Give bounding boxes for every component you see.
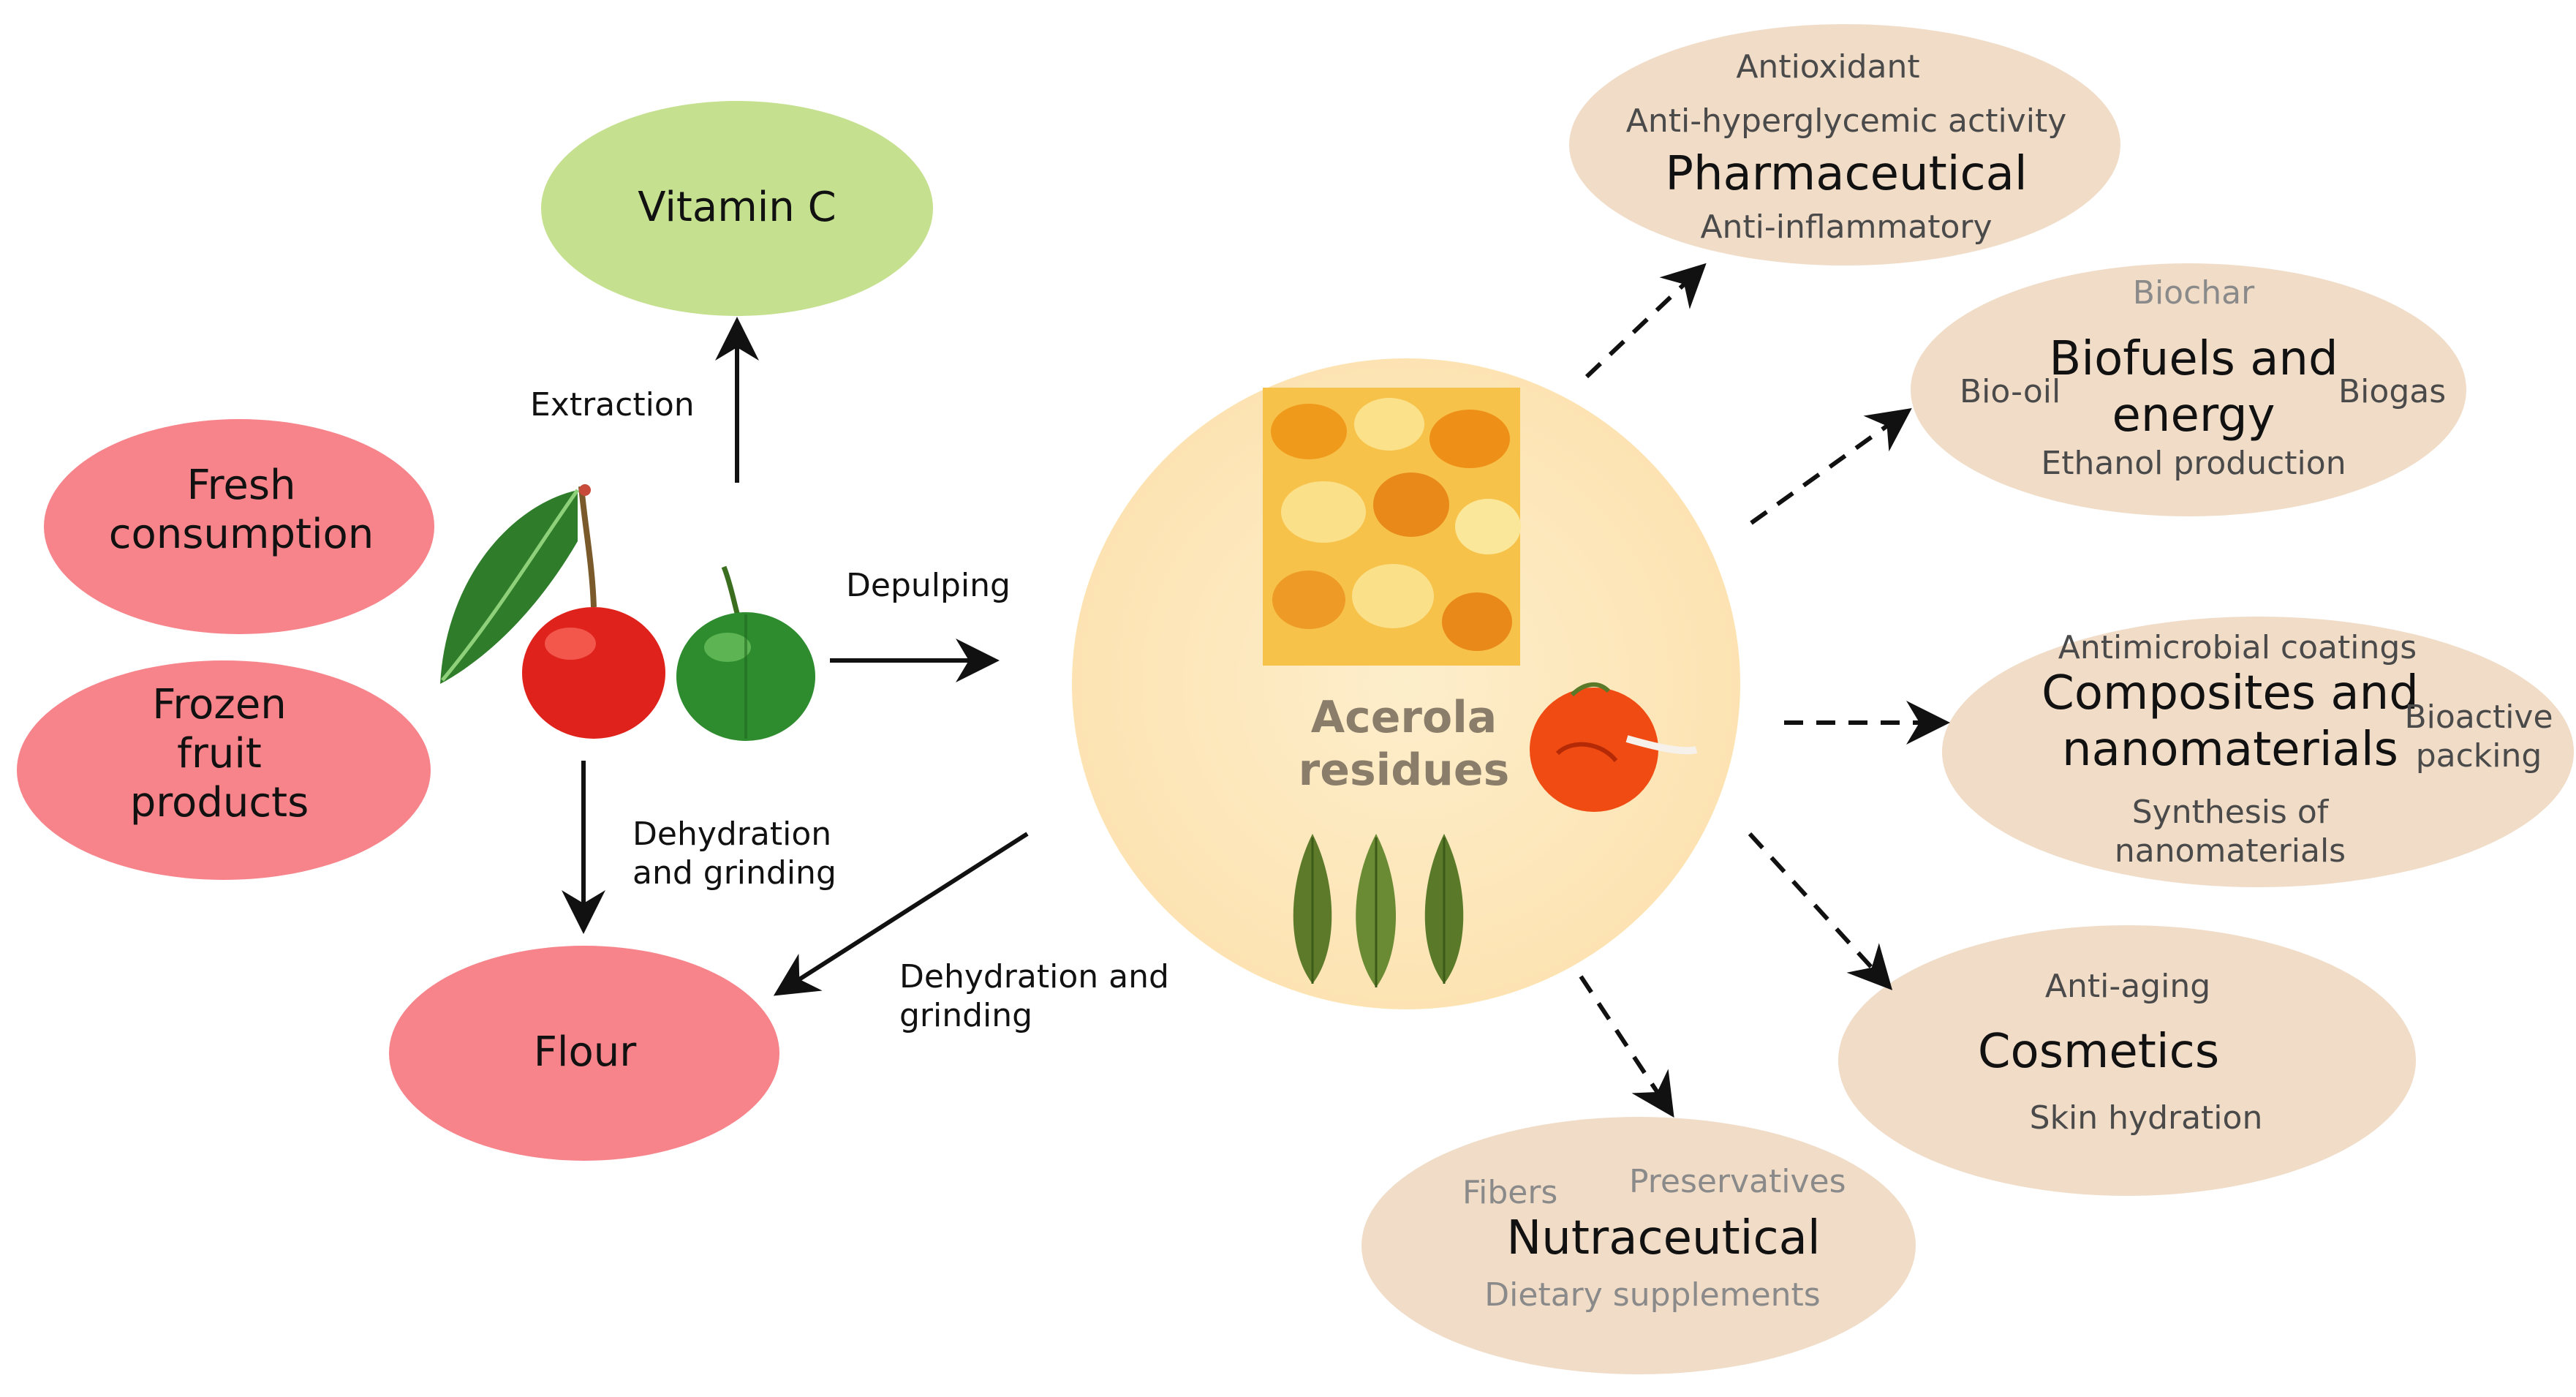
- residue-to-flour-arrow: [773, 832, 1029, 996]
- composites-item-antimicrobial: Antimicrobial coatings: [2058, 629, 2417, 666]
- biofuels-item-biogas: Biogas: [2338, 373, 2447, 410]
- nutraceutical-title: Nutraceutical: [1506, 1211, 1821, 1265]
- nutraceutical-item-dietary: Dietary supplements: [1484, 1276, 1821, 1314]
- biofuels-item-biooil: Bio-oil: [1960, 373, 2061, 410]
- biofuels-item-biochar: Biochar: [2132, 274, 2255, 312]
- acerola-fruit-icon: [440, 484, 815, 741]
- flour-node: [389, 946, 779, 1161]
- acerola-residues-node: [1072, 358, 1740, 1009]
- to-pharmaceutical-arrow: [1584, 263, 1707, 379]
- biofuels-item-ethanol: Ethanol production: [2041, 445, 2346, 482]
- pharma-item-antioxidant: Antioxidant: [1736, 48, 1920, 86]
- vitamin-c-label: Vitamin C: [638, 184, 836, 231]
- seeds-image: [1263, 388, 1521, 666]
- nutraceutical-node: [1361, 1117, 1916, 1374]
- cosmetics-item-skin: Skin hydration: [2029, 1099, 2263, 1137]
- pharma-item-antiinflammatory: Anti-inflammatory: [1700, 208, 1993, 246]
- fresh-consumption-node: [44, 419, 434, 634]
- frozen-products-node: [17, 660, 431, 880]
- nutraceutical-item-preservatives: Preservatives: [1629, 1163, 1846, 1200]
- pharmaceutical-title: Pharmaceutical: [1665, 147, 2028, 201]
- cosmetics-item-antiaging: Anti-aging: [2044, 968, 2211, 1005]
- nutraceutical-item-fibers: Fibers: [1462, 1174, 1558, 1211]
- depulping-label: Depulping: [846, 567, 1011, 604]
- pharmaceutical-node: [1569, 24, 2120, 266]
- cosmetics-title: Cosmetics: [1977, 1025, 2220, 1079]
- pharma-item-antihyperglycemic: Anti-hyperglycemic activity: [1625, 102, 2067, 140]
- to-nutraceutical-arrow: [1579, 975, 1674, 1118]
- flour-label: Flour: [533, 1028, 637, 1076]
- cosmetics-node: [1838, 925, 2416, 1196]
- biofuels-node: [1911, 263, 2466, 516]
- extraction-label: Extraction: [530, 386, 695, 423]
- leaves-image: [1293, 834, 1464, 987]
- to-biofuels-arrow: [1750, 408, 1912, 525]
- vitamin-c-node: [541, 101, 933, 316]
- fruit-residue-image: [1530, 682, 1698, 812]
- composites-node: [1942, 617, 2574, 887]
- to-cosmetics-arrow: [1748, 832, 1893, 990]
